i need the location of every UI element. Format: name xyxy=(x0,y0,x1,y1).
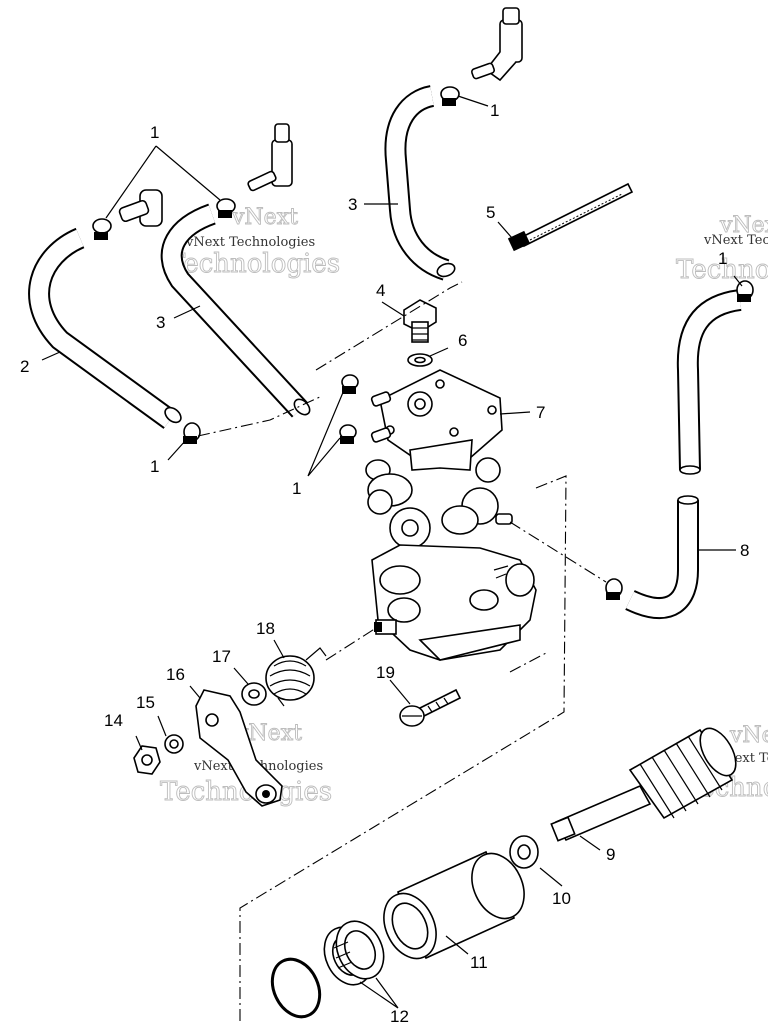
callout-12: 12 xyxy=(390,1007,409,1024)
washer-10 xyxy=(509,835,539,869)
callout-8: 8 xyxy=(740,541,749,560)
hose-3-top xyxy=(384,85,456,281)
callout-14: 14 xyxy=(104,711,123,730)
callout-6: 6 xyxy=(458,331,467,350)
callout-2: 2 xyxy=(20,357,29,376)
callout-11: 11 xyxy=(470,953,488,972)
callout-1: 1 xyxy=(292,479,301,498)
bolt-4 xyxy=(403,299,437,343)
washer-6 xyxy=(407,353,433,367)
hose-3-left xyxy=(160,203,311,418)
clamp xyxy=(440,86,460,106)
washer-15 xyxy=(164,734,184,754)
callout-19: 19 xyxy=(376,663,395,682)
callout-1: 1 xyxy=(718,249,727,268)
clamp xyxy=(339,424,357,444)
callout-7: 7 xyxy=(536,403,545,422)
watermark-vnext: vNext xyxy=(231,205,298,230)
hose-8-upper xyxy=(676,289,742,475)
clamp xyxy=(341,374,359,394)
watermark-vnext-technologies: vNext Technologies xyxy=(185,235,315,250)
watermark-vnext-technologies: vNext Technologies xyxy=(703,233,768,248)
callout-18: 18 xyxy=(256,619,275,638)
callout-15: 15 xyxy=(136,693,155,712)
fitting-left-elbow xyxy=(118,189,163,227)
watermark-vnext: vNext xyxy=(729,723,768,748)
clamp xyxy=(92,218,112,240)
seals-12 xyxy=(323,920,385,986)
clamp xyxy=(736,280,754,302)
oil-pump-body xyxy=(365,369,537,661)
callout-3: 3 xyxy=(348,195,357,214)
callout-3: 3 xyxy=(156,313,165,332)
callout-4: 4 xyxy=(376,281,385,300)
fitting-left-top xyxy=(247,123,293,192)
hose-8-lower xyxy=(625,495,699,620)
watermark-vnext: vNext xyxy=(719,213,768,238)
assembly-lines xyxy=(197,281,607,1024)
hose-2 xyxy=(28,227,182,429)
callout-1: 1 xyxy=(490,101,499,120)
cable-tie xyxy=(507,182,634,252)
hose-clamps xyxy=(92,86,754,600)
nut-14 xyxy=(133,745,161,775)
clamp xyxy=(183,422,201,444)
drive-shaft-9 xyxy=(550,727,737,842)
callout-1: 1 xyxy=(150,457,159,476)
screw-19 xyxy=(399,688,462,727)
callout-5: 5 xyxy=(486,203,495,222)
callout-labels: 1 1 1 1 1 2 3 3 4 5 6 7 8 9 10 11 12 14 … xyxy=(20,101,749,1024)
watermark-group-right: vNext vNext Technologies Technologies xyxy=(676,213,768,286)
callout-10: 10 xyxy=(552,889,571,908)
callout-1: 1 xyxy=(150,123,159,142)
watermark-technologies: Technologies xyxy=(168,249,340,279)
watermark-technologies: Technologies xyxy=(676,255,768,285)
snap-ring xyxy=(270,957,322,1019)
leader-lines xyxy=(41,95,743,1009)
callout-9: 9 xyxy=(606,845,615,864)
watermark-group-top: vNext vNext Technologies Technologies xyxy=(168,205,341,280)
spring-18 xyxy=(265,647,327,707)
callout-17: 17 xyxy=(212,647,231,666)
lever-16 xyxy=(195,689,283,807)
callout-16: 16 xyxy=(166,665,185,684)
clamp xyxy=(605,578,623,600)
washer-17 xyxy=(241,682,267,706)
bushing-11 xyxy=(383,850,525,960)
clamp xyxy=(216,198,236,218)
fitting-top-right xyxy=(470,7,523,82)
